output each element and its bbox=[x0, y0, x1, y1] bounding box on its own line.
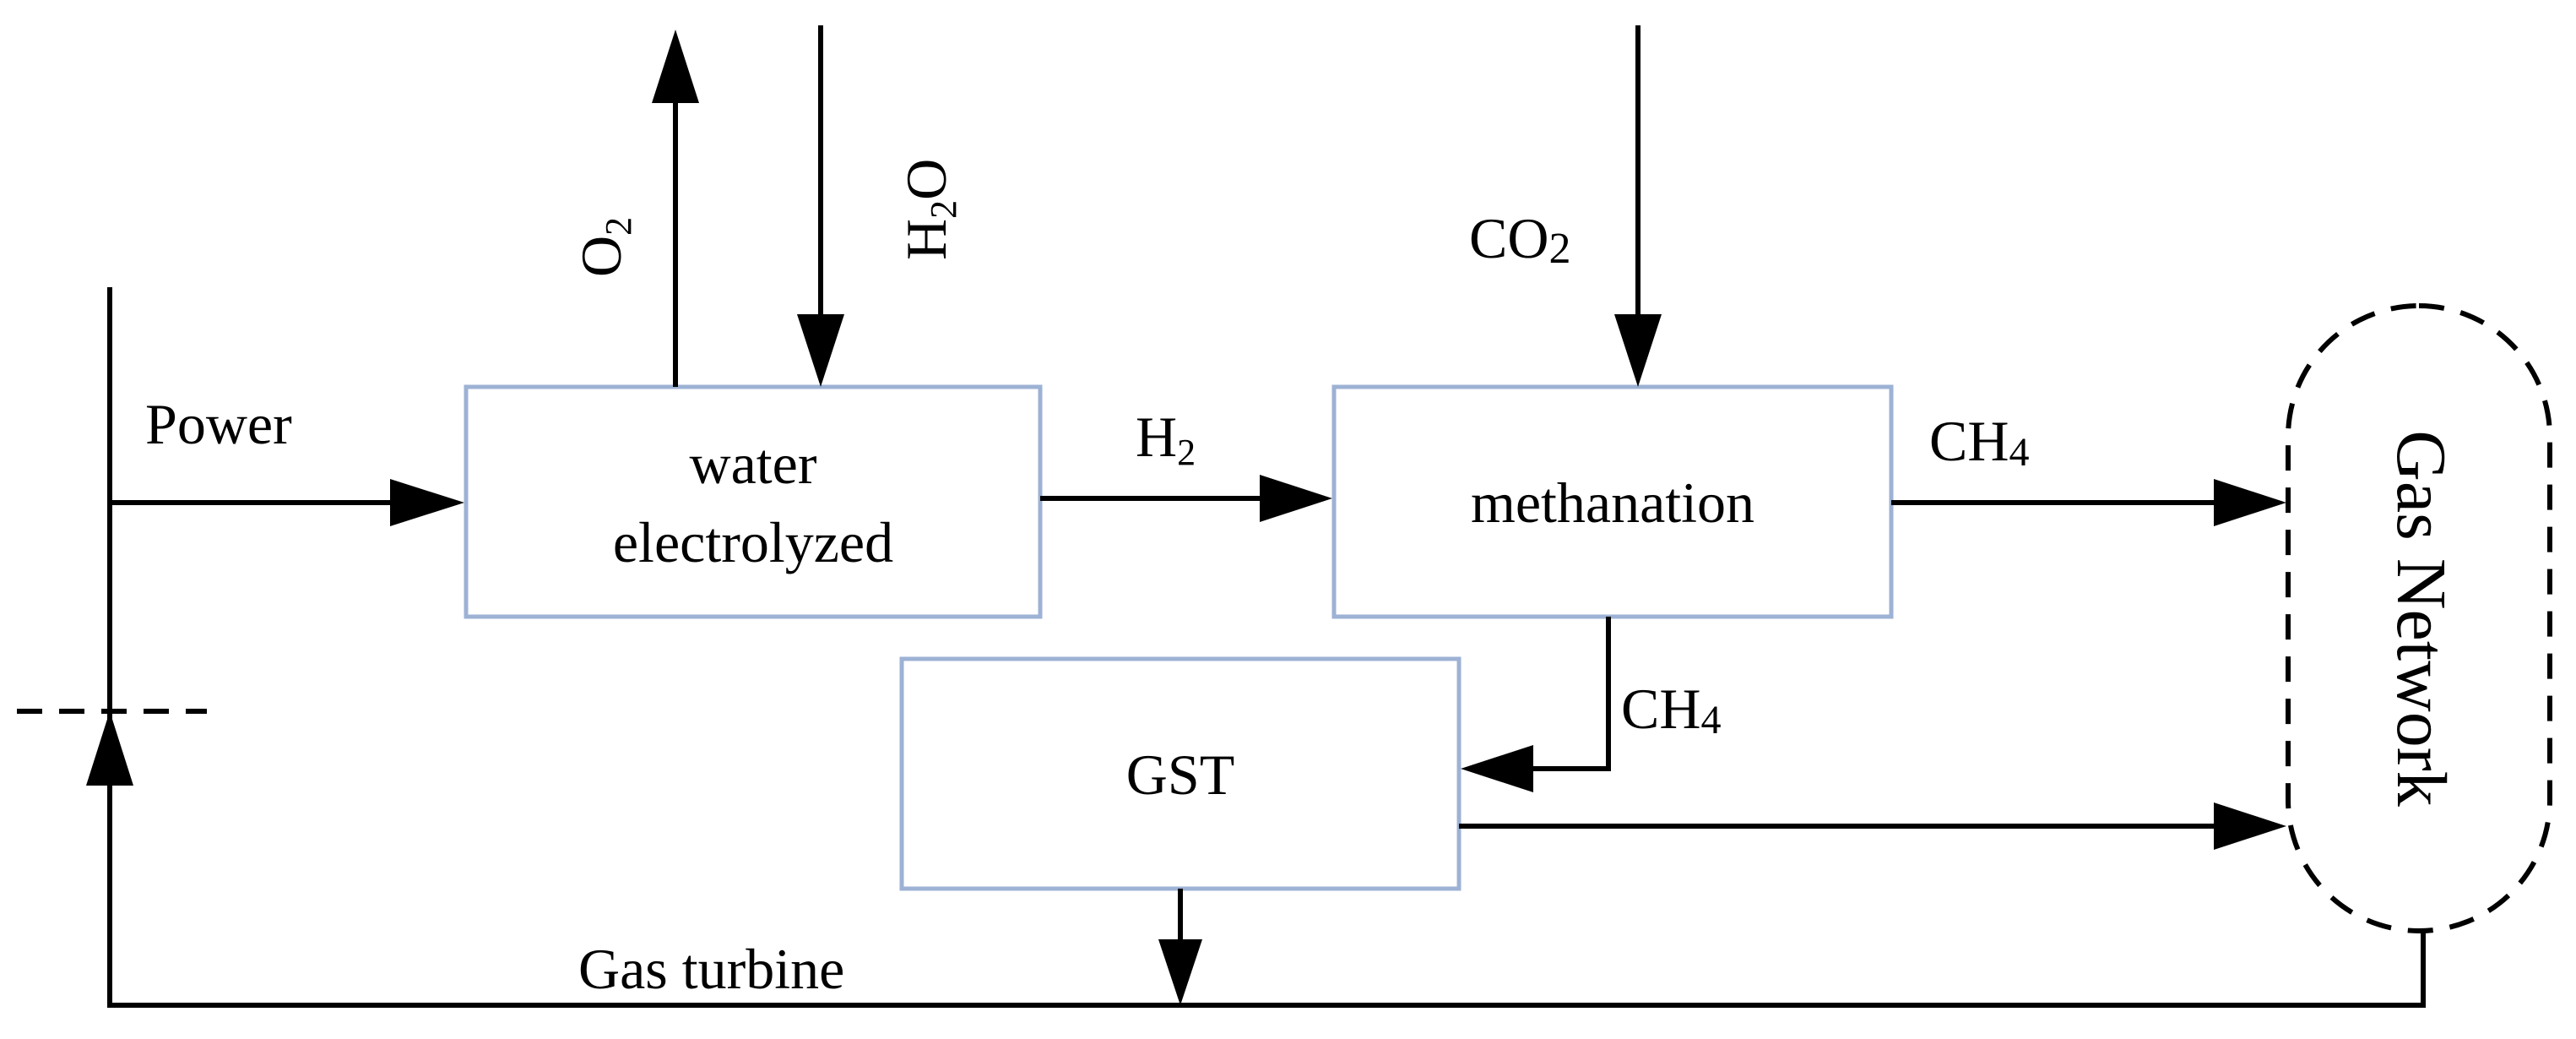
ch4-down-base: CH bbox=[1621, 677, 1700, 741]
ch4-out-label: CH4 bbox=[1929, 409, 2029, 475]
o2-arrowhead bbox=[652, 30, 699, 103]
gst-label: GST bbox=[1126, 743, 1234, 807]
gst-box bbox=[899, 656, 1462, 891]
methanation-box bbox=[1331, 384, 1894, 619]
gas-network-label: Gas Network bbox=[2382, 430, 2460, 807]
ch4-out-base: CH bbox=[1929, 409, 2009, 473]
water-electrolyzed-label-line1: water bbox=[689, 432, 816, 496]
o2-sub: 2 bbox=[598, 217, 639, 236]
h2o-base2: O bbox=[894, 159, 958, 200]
ch4-down-flow-line bbox=[1520, 617, 1611, 771]
gst-to-turbine-arrowhead bbox=[1158, 939, 1202, 1005]
methanation-label: methanation bbox=[1471, 471, 1754, 535]
h2-base: H bbox=[1136, 405, 1177, 469]
h2-sub: 2 bbox=[1177, 432, 1196, 473]
h2-arrowhead bbox=[1260, 475, 1332, 522]
co2-label: CO2 bbox=[1469, 206, 1570, 273]
o2-base: O bbox=[569, 236, 633, 277]
power-arrowhead bbox=[390, 479, 464, 526]
ch4-down-sub: 4 bbox=[1700, 698, 1721, 743]
water-electrolyzed-label-line2: electrolyzed bbox=[613, 510, 893, 574]
ch4-out-arrowhead bbox=[2214, 479, 2286, 526]
gst-to-network-arrowhead bbox=[2214, 802, 2286, 850]
power-label: Power bbox=[145, 392, 292, 456]
water-electrolyzed-box bbox=[464, 384, 1043, 619]
h2o-base1: H bbox=[894, 219, 958, 260]
co2-base: CO bbox=[1469, 206, 1548, 270]
bus-feed-arrowhead bbox=[86, 711, 133, 786]
h2o-sub: 2 bbox=[923, 200, 964, 219]
gas-network-boundary bbox=[2286, 303, 2552, 933]
ch4-down-label: CH4 bbox=[1621, 677, 1721, 743]
h2o-label: H2O bbox=[894, 159, 964, 260]
gas-turbine-label: Gas turbine bbox=[578, 937, 844, 1001]
gas-turbine-return-line bbox=[107, 770, 2426, 1008]
h2o-arrowhead bbox=[797, 314, 844, 387]
ch4-out-sub: 4 bbox=[2009, 430, 2029, 475]
co2-sub: 2 bbox=[1548, 225, 1570, 273]
ch4-down-arrowhead bbox=[1461, 745, 1533, 792]
co2-arrowhead bbox=[1614, 314, 1662, 387]
o2-label: O2 bbox=[569, 217, 639, 277]
h2-label: H2 bbox=[1136, 405, 1196, 473]
